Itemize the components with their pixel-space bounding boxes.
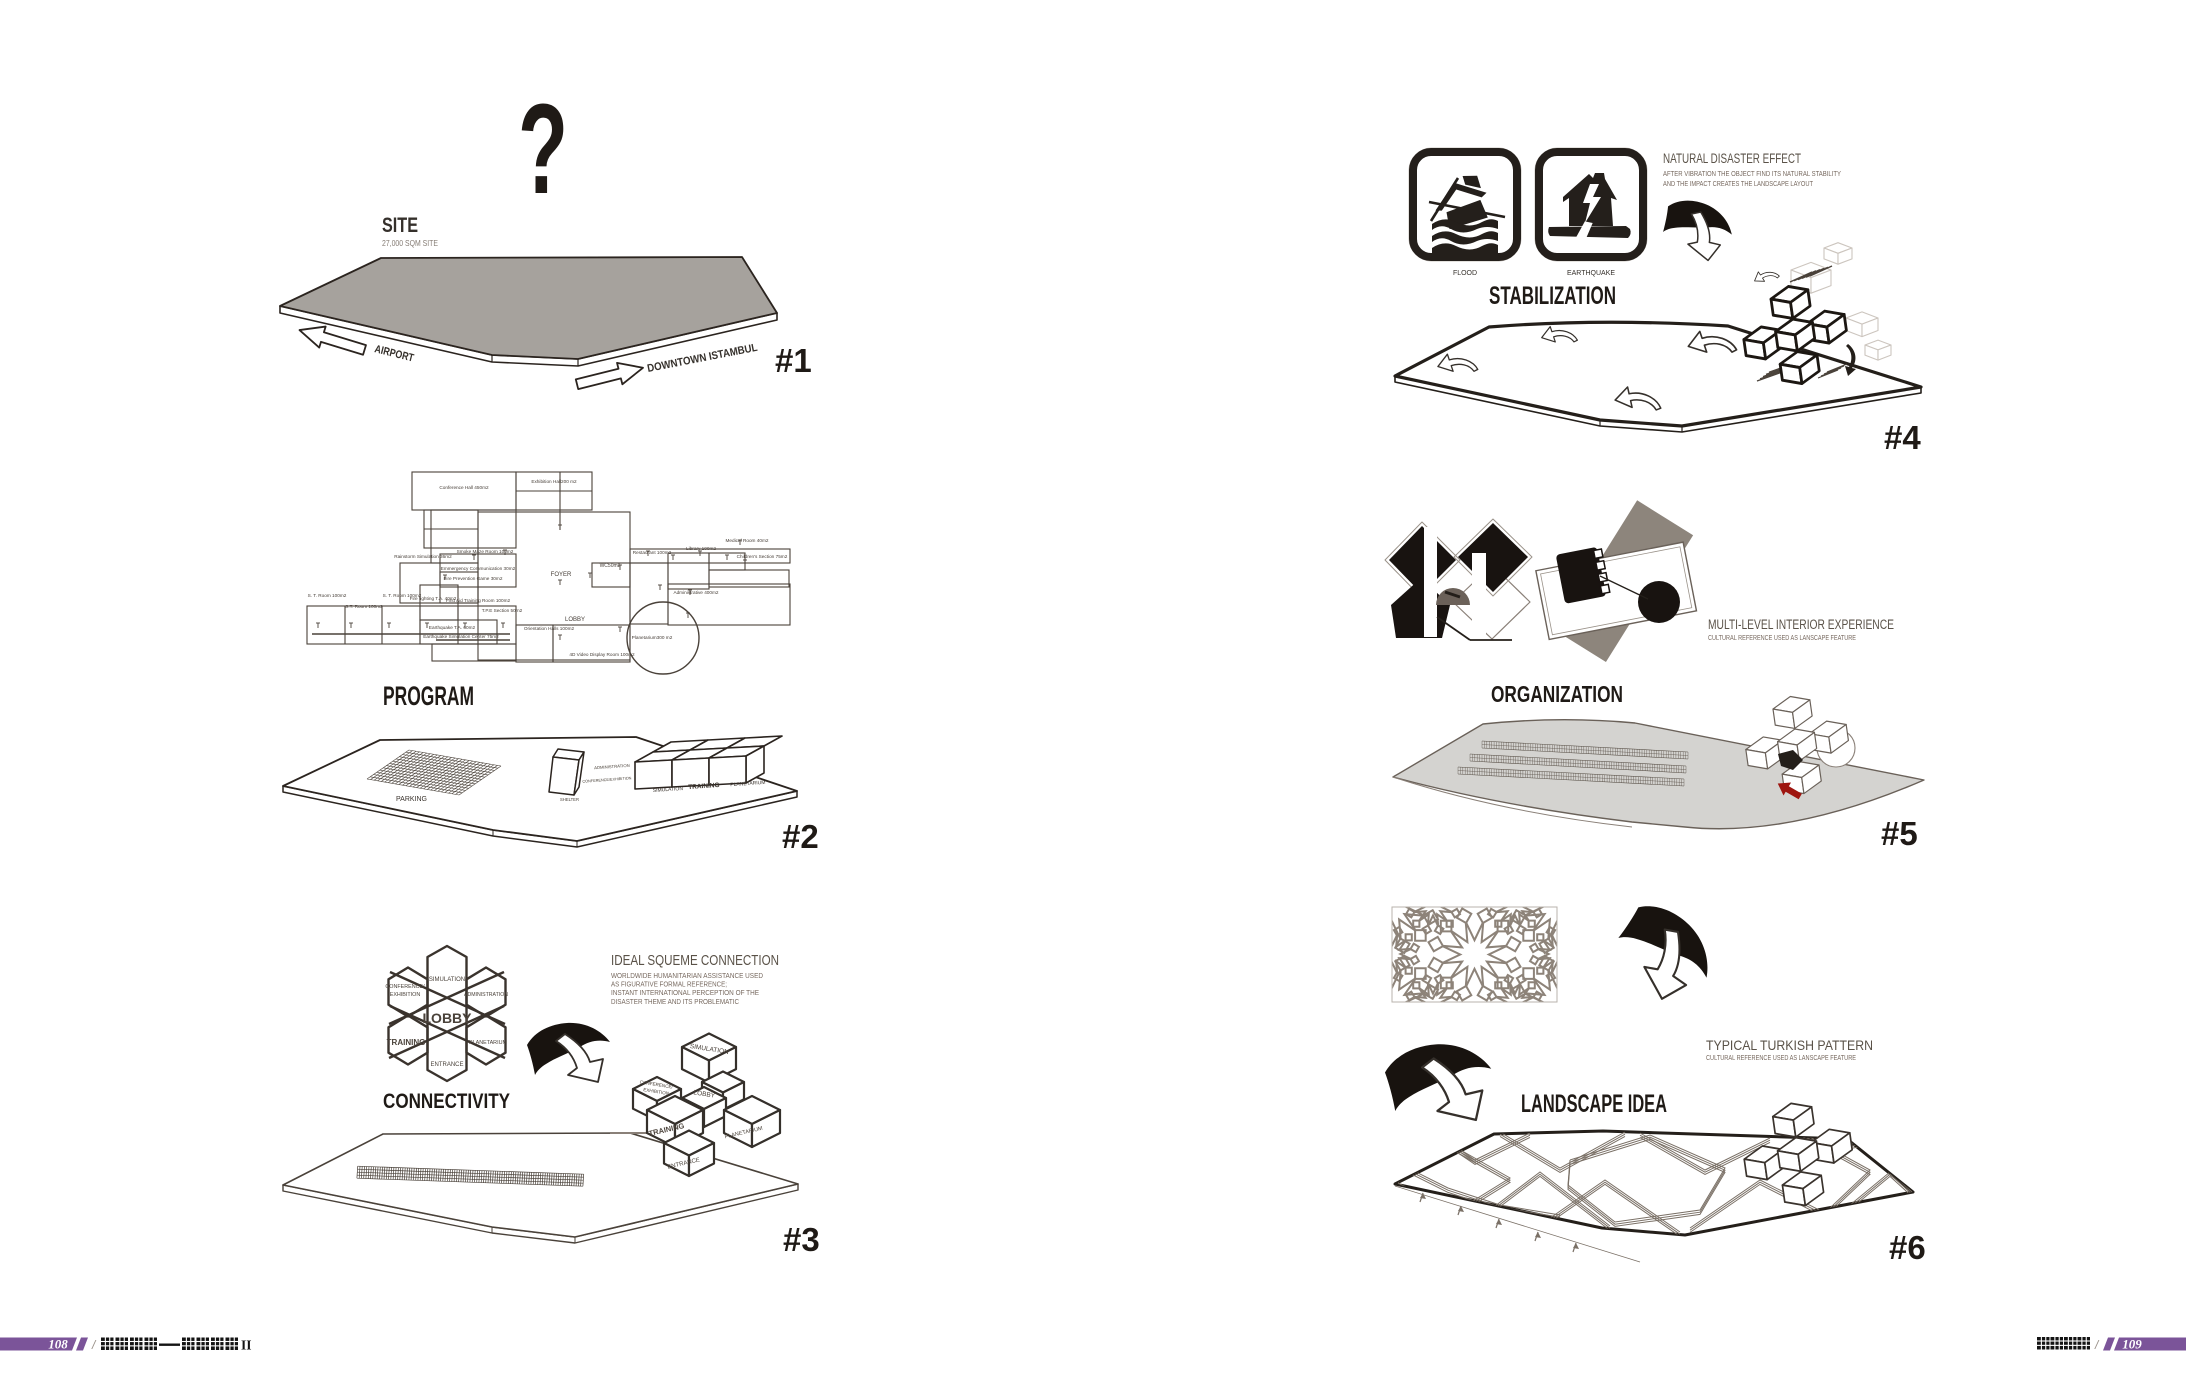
svg-text:4D Video Display Room 100m2: 4D Video Display Room 100m2 (569, 652, 635, 657)
svg-text:SIMULATION: SIMULATION (429, 977, 465, 983)
svg-text:27,000 SQM SITE: 27,000 SQM SITE (382, 238, 438, 248)
svg-text:LOBBY: LOBBY (423, 1010, 473, 1026)
svg-text:Planetarium300 m2: Planetarium300 m2 (632, 635, 673, 640)
svg-text:CULTURAL REFERENCE USED AS LAN: CULTURAL REFERENCE USED AS LANSCAPE FEAT… (1708, 635, 1856, 642)
svg-text:T.P.E Section 50m2: T.P.E Section 50m2 (482, 608, 523, 613)
svg-text:STABILIZATION: STABILIZATION (1489, 282, 1616, 310)
svg-text:CULTURAL REFERENCE USED AS LAN: CULTURAL REFERENCE USED AS LANSCAPE FEAT… (1706, 1055, 1856, 1062)
svg-text:Smoke Maze Room 100m2: Smoke Maze Room 100m2 (457, 549, 514, 554)
svg-text:First Aid Training Room 100m2: First Aid Training Room 100m2 (446, 598, 511, 603)
svg-text:108: 108 (48, 1337, 68, 1352)
svg-text:Library 100m2: Library 100m2 (686, 546, 716, 551)
svg-text:Restaurant 100m2: Restaurant 100m2 (633, 550, 672, 555)
svg-text:#4: #4 (1884, 419, 1921, 456)
svg-text:Administrative 400m2: Administrative 400m2 (673, 590, 718, 595)
svg-text:WC50m2: WC50m2 (600, 563, 621, 569)
svg-text:#2: #2 (782, 818, 819, 855)
svg-text:TRAINING: TRAINING (387, 1038, 426, 1047)
svg-text:TRAINING: TRAINING (688, 782, 720, 791)
svg-text:Fire Prevention Game 30m2: Fire Prevention Game 30m2 (444, 576, 503, 581)
svg-text:AND THE IMPACT CREATES THE LAN: AND THE IMPACT CREATES THE LANDSCAPE LAY… (1663, 181, 1814, 188)
svg-text:FOYER: FOYER (551, 572, 572, 578)
svg-text:EXHIBITION: EXHIBITION (390, 992, 421, 998)
svg-text:#6: #6 (1889, 1229, 1926, 1266)
svg-text:CONNECTIVITY: CONNECTIVITY (383, 1090, 510, 1113)
svg-text:PLANETARIUM: PLANETARIUM (469, 1040, 507, 1046)
svg-text:PLANETARIUM: PLANETARIUM (730, 780, 766, 788)
svg-text:Earthquake Simulation Center 7: Earthquake Simulation Center 75m2 (423, 634, 499, 639)
svg-text:ADMINISTRATION: ADMINISTRATION (594, 763, 630, 770)
svg-text:FLOOD: FLOOD (1453, 270, 1477, 277)
svg-text:#1: #1 (775, 342, 812, 379)
svg-text:EARTHQUAKE: EARTHQUAKE (1567, 270, 1615, 277)
svg-text:Exhibition Hall200 m2: Exhibition Hall200 m2 (531, 479, 577, 484)
svg-text:S.T. Room 100m2: S.T. Room 100m2 (345, 604, 383, 609)
svg-text:PARKING: PARKING (396, 796, 427, 803)
svg-text:S. T. Room 100m2: S. T. Room 100m2 (308, 593, 347, 598)
svg-text:S. T. Room 100m2: S. T. Room 100m2 (383, 593, 422, 598)
svg-text:ORGANIZATION: ORGANIZATION (1491, 681, 1623, 707)
svg-text:ENTRANCE: ENTRANCE (430, 1062, 463, 1068)
svg-text:II: II (241, 1338, 252, 1353)
svg-text:NATURAL DISASTER EFFECT: NATURAL DISASTER EFFECT (1663, 151, 1801, 166)
svg-text:LOBBY: LOBBY (565, 617, 585, 623)
svg-text:PROGRAM: PROGRAM (383, 681, 474, 711)
svg-text:Fire fighting T.A. 40m2: Fire fighting T.A. 40m2 (410, 596, 457, 601)
svg-text:SITE: SITE (382, 214, 418, 237)
svg-text:Emmergency Communication 30m2: Emmergency Communication 30m2 (441, 566, 516, 571)
svg-text:CONFERENCE/: CONFERENCE/ (639, 1079, 674, 1089)
svg-text:ADMINISTRATION: ADMINISTRATION (464, 992, 508, 998)
svg-text:IDEAL SQUEME CONNECTION: IDEAL SQUEME CONNECTION (611, 953, 779, 969)
svg-text:LOBBY: LOBBY (693, 1089, 716, 1099)
svg-text:?: ? (518, 78, 568, 221)
svg-text:LANDSCAPE IDEA: LANDSCAPE IDEA (1521, 1090, 1667, 1118)
svg-text:CONFERENCE/: CONFERENCE/ (385, 984, 425, 990)
svg-text:INSTANT INTERNATIONAL PERCEPTI: INSTANT INTERNATIONAL PERCEPTION OF THE (611, 988, 759, 997)
svg-text:SHELTER: SHELTER (560, 797, 579, 802)
svg-text:MULTI-LEVEL INTERIOR EXPERIENC: MULTI-LEVEL INTERIOR EXPERIENCE (1708, 617, 1894, 632)
svg-text:/: / (2094, 1338, 2100, 1352)
svg-text:AFTER VIBRATION THE OBJECT FIN: AFTER VIBRATION THE OBJECT FIND ITS NATU… (1663, 171, 1841, 178)
svg-text:#3: #3 (783, 1221, 820, 1258)
svg-text:Earthquake T.A. 60m2: Earthquake T.A. 60m2 (429, 625, 476, 630)
svg-text:WORLDWIDE HUMANITARIAN ASSISTA: WORLDWIDE HUMANITARIAN ASSISTANCE USED (611, 971, 763, 980)
svg-text:SIMULATION: SIMULATION (653, 786, 684, 794)
svg-text:#5: #5 (1881, 815, 1918, 852)
svg-text:Orientation Halls 100m2: Orientation Halls 100m2 (524, 626, 575, 631)
svg-text:Rainstorm Simulation 36m2: Rainstorm Simulation 36m2 (394, 554, 452, 559)
svg-text:Conference Hall 450m2: Conference Hall 450m2 (439, 485, 489, 490)
svg-text:Children's Section 75m2: Children's Section 75m2 (737, 554, 788, 559)
svg-text:EXHIBITION: EXHIBITION (643, 1087, 670, 1096)
svg-text:109: 109 (2122, 1337, 2142, 1352)
svg-text:CONFERENCE/EXHIBITION: CONFERENCE/EXHIBITION (582, 776, 632, 783)
svg-text:DISASTER THEME AND ITS PROBLEM: DISASTER THEME AND ITS PROBLEMATIC (611, 997, 739, 1006)
svg-text:AS FIGURATIVE FORMAL REFERENCE: AS FIGURATIVE FORMAL REFERENCE; (611, 980, 727, 989)
svg-text:TYPICAL TURKISH PATTERN: TYPICAL TURKISH PATTERN (1706, 1037, 1873, 1053)
svg-text:/: / (91, 1338, 97, 1352)
svg-text:Medical Room 40m2: Medical Room 40m2 (726, 538, 769, 543)
